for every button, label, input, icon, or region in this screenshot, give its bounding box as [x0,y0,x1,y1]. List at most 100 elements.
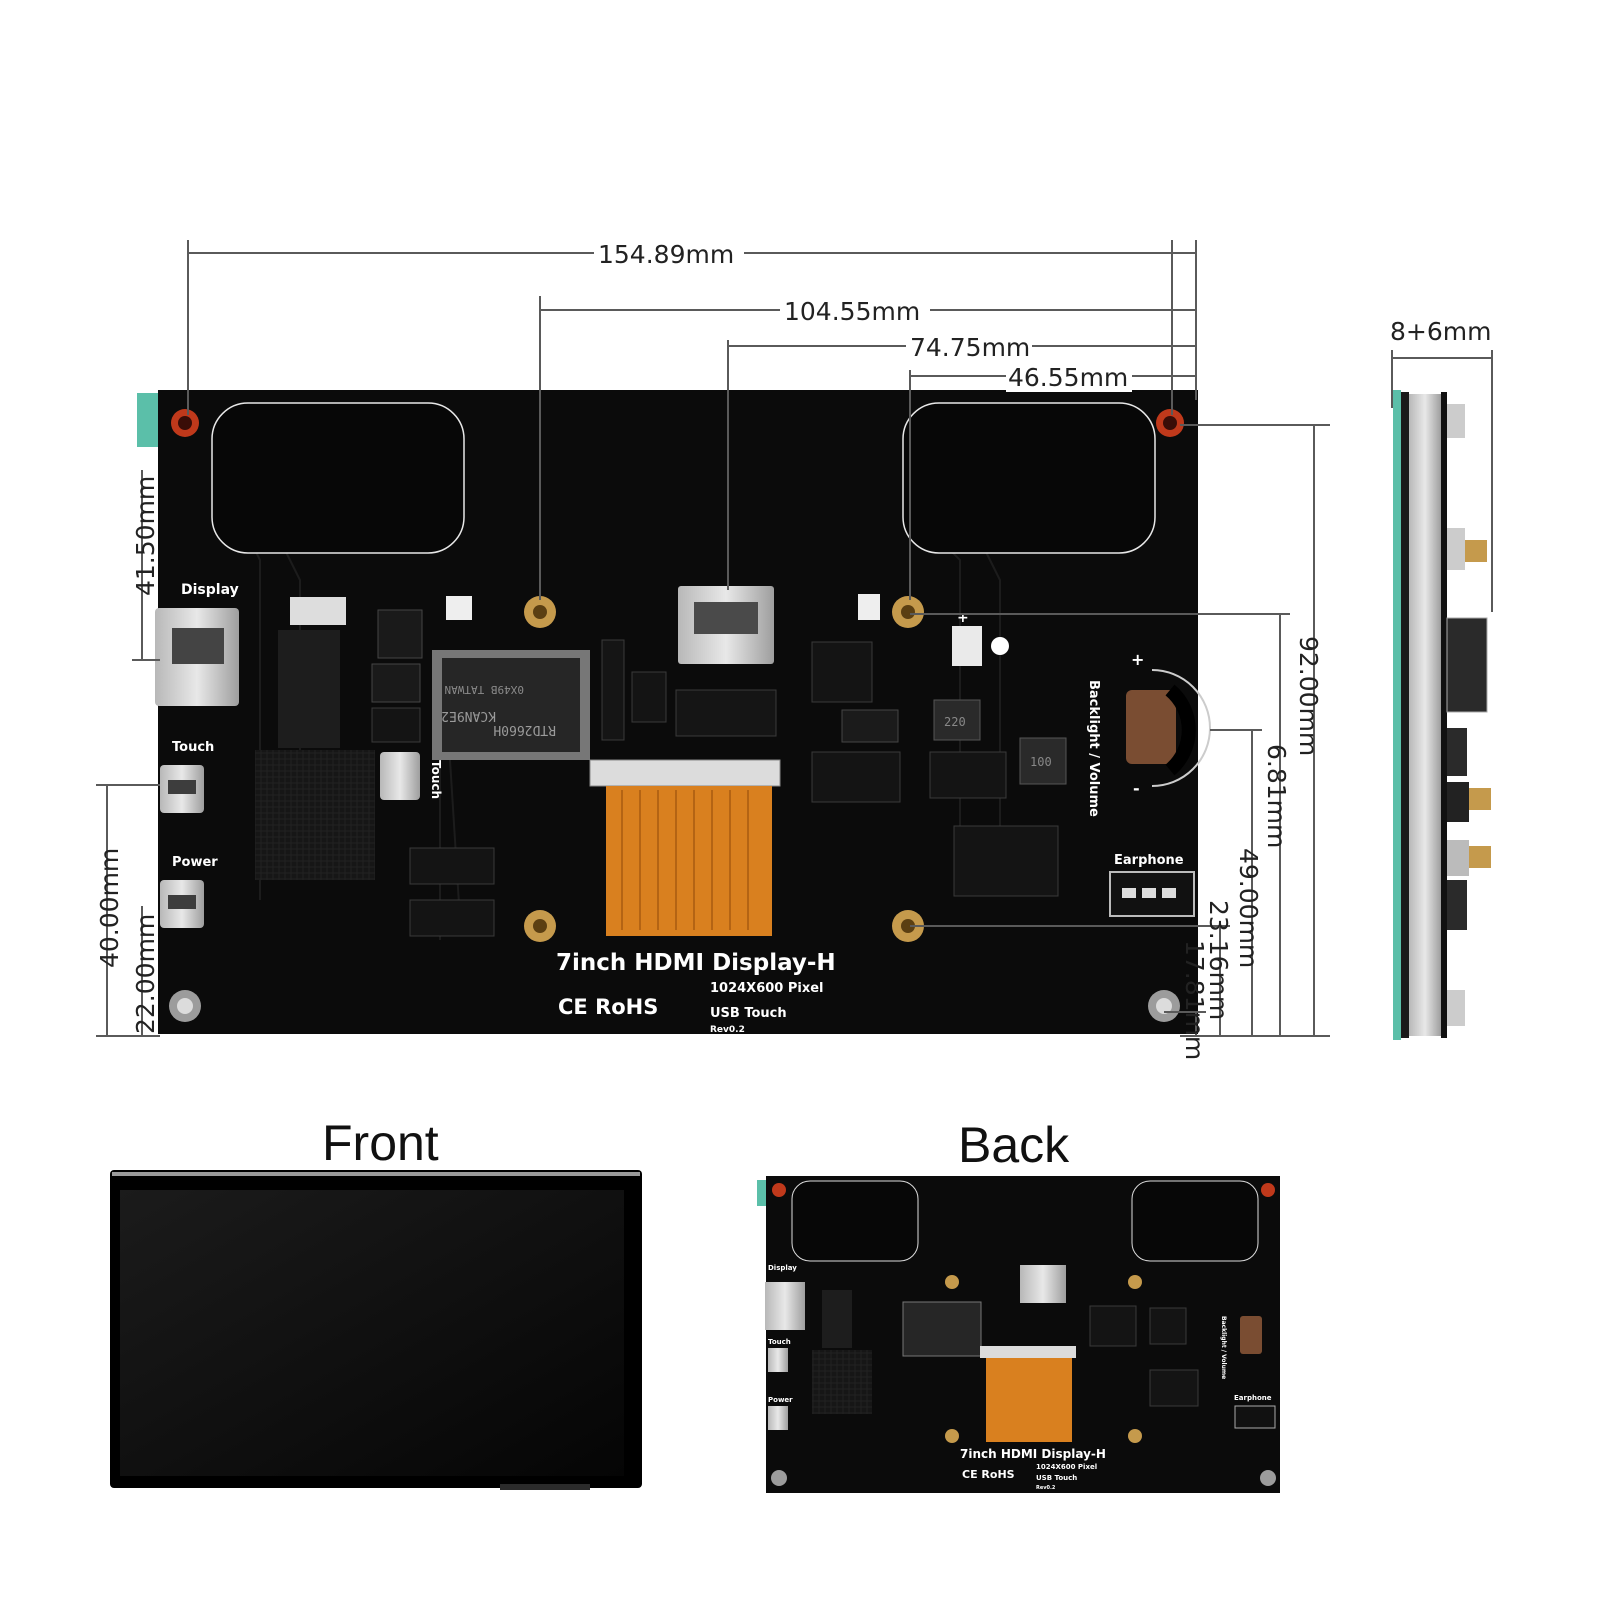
dim-right-6-81: 6.81mm [1262,744,1291,848]
fan-icon [991,637,1009,655]
passive-array [811,751,901,803]
side-standoff [1447,528,1465,570]
dim-left-40: 40.00mm [95,848,124,968]
front-top-edge [112,1172,640,1176]
back-touch-area [812,1350,872,1414]
dim-hole-span-74: 74.75mm [910,333,1030,362]
back-standoff [945,1429,959,1443]
side-usb-port [1447,880,1467,930]
board-resolution: 1024X600 Pixel [710,981,824,996]
label-plus: + [957,610,969,626]
dim-hole-span-46: 46.55mm [1008,363,1128,392]
backlight-volume-wheel[interactable] [1126,690,1176,764]
back-pad-right [1131,1180,1259,1262]
back-label-earphone: Earphone [1234,1394,1272,1402]
board-touch-type: USB Touch [710,1006,787,1021]
dim-right-17-81: 17.81mm [1180,940,1209,1060]
back-mount-hole [1260,1470,1276,1486]
back-usb-touch [768,1348,788,1372]
ic-chip [631,671,667,723]
fan-connector [952,626,982,666]
back-module [822,1290,852,1348]
side-glass-edge [1393,390,1401,1040]
port-opening [168,780,196,794]
back-ic-cluster [1089,1305,1137,1347]
hdmi-port-center [678,586,774,664]
mount-hole-bottom-left [169,990,201,1022]
dim-right-49: 49.00mm [1234,848,1263,968]
dim-thickness: 8+6mm [1390,317,1491,346]
hdmi-port-opening [172,628,224,664]
inductor-marking: 220 [944,715,966,729]
side-component [1447,840,1469,876]
back-title: 7inch HDMI Display-H [960,1447,1106,1461]
board-revision: Rev0.2 [710,1025,745,1035]
inductor-100: 100 [1019,737,1067,785]
side-hdmi-port [1446,617,1488,713]
fpc-traces [621,790,749,930]
brass-standoff [524,910,556,942]
caption-front: Front [322,1115,439,1171]
back-usb-power [768,1406,788,1430]
inductor-marking: 100 [1030,755,1052,769]
jack-pin [1122,888,1136,898]
back-wheel [1240,1316,1262,1354]
ffc-connector [290,597,346,625]
dim-right-92: 92.00mm [1294,636,1323,756]
port-opening [168,895,196,909]
back-mount-hole [772,1183,786,1197]
jack-pin [1162,888,1176,898]
back-label-touch: Touch [768,1338,791,1346]
jst-connector [858,594,880,620]
wheel-rim [1165,684,1196,776]
main-controller-chip: 0X49B TATWAN KCAN9E2 RTD2660H [432,650,590,760]
power-regulator-cluster [953,825,1059,897]
dim-hole-span-104: 104.55mm [784,297,920,326]
front-screen [120,1190,624,1476]
chip-marking: KCAN9E2 [441,708,496,723]
dim-right-23-16: 23.16mm [1204,900,1233,1020]
protective-film-tab [137,393,159,447]
ic-chip [377,609,423,659]
side-panel [1401,392,1409,1038]
side-brass-standoff [1469,846,1491,868]
display-module [278,630,340,748]
front-bottom-tab [500,1484,590,1490]
back-touch-type: USB Touch [1036,1474,1077,1482]
back-mount-hole [771,1470,787,1486]
back-standoff [1128,1275,1142,1289]
chip-marking: 0X49B TATWAN [445,683,524,696]
label-display: Display [181,582,239,598]
brass-standoff [892,596,924,628]
label-touch: Touch [172,740,214,755]
back-label-display: Display [768,1264,797,1272]
back-ic-cluster [1149,1369,1199,1407]
fpc-connector [589,759,781,787]
back-earphone-jack [1234,1405,1276,1429]
label-earphone: Earphone [1114,853,1184,868]
passive-array [371,707,421,743]
back-view: Back Display Touch Power Backlight / Vol… [757,1117,1280,1493]
back-ic-cluster [1149,1307,1187,1345]
back-pad-left [791,1180,919,1262]
back-fpc-ribbon [986,1352,1072,1442]
label-backlight-volume: Backlight / Volume [1086,680,1101,817]
passive-array [675,689,777,737]
passive-array [811,641,873,703]
side-usb-port [1447,728,1467,776]
passive-array [409,899,495,937]
side-metal-frame [1409,394,1441,1036]
back-compliance: CE RoHS [962,1468,1015,1481]
mount-hole-top-left [171,409,199,437]
jst-connector [446,596,472,620]
back-mount-hole [1261,1183,1275,1197]
back-standoff [1128,1429,1142,1443]
wheel-guide-arc [1151,669,1211,787]
back-hdmi-center [1020,1265,1066,1303]
passive-array [409,847,495,885]
mount-hole-top-right [1156,409,1184,437]
back-hdmi-left [765,1282,805,1330]
ic-chip [371,663,421,703]
label-power: Power [172,855,218,870]
